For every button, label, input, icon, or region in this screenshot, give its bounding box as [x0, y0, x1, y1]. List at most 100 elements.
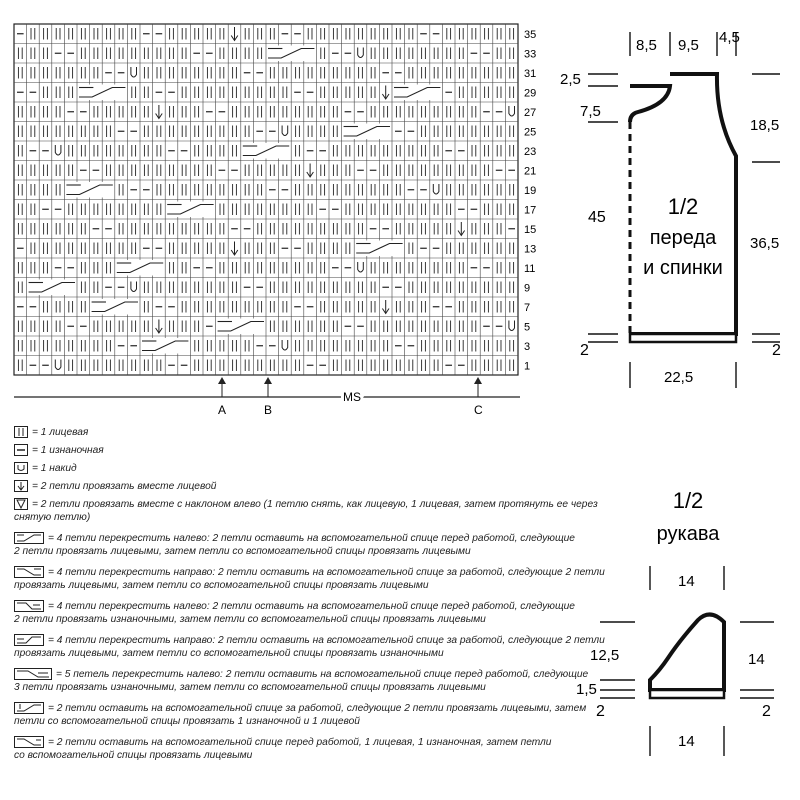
- body-left-dim-2: 7,5: [580, 103, 601, 120]
- legend-cable-4-left-purl-text2: 2 петли провязать изнаночными, затем пет…: [14, 614, 486, 625]
- sleeve-left-dim-2: 1,5: [576, 681, 597, 698]
- legend-k2tog: = 2 петли провязать вместе лицевой: [14, 480, 216, 493]
- yarn-over-mark: [508, 106, 515, 117]
- cable-right-purl-icon: [14, 634, 44, 647]
- body-top-dim-1: 8,5: [636, 37, 657, 54]
- yarn-over-mark: [508, 320, 515, 331]
- legend-cable-front-mixed: = 2 петли оставить на вспомогательной сп…: [14, 736, 551, 762]
- k2tog-symbol-icon: [14, 480, 28, 493]
- legend-ssk: = 2 петли провязать вместе с наклоном вл…: [14, 498, 598, 524]
- sleeve-right-dim-2: 2: [762, 703, 771, 720]
- body-right-dim-1: 18,5: [750, 117, 779, 134]
- row-number: 21: [524, 165, 536, 177]
- legend-k2tog-text: = 2 петли провязать вместе лицевой: [32, 481, 217, 492]
- yarn-over-mark: [357, 47, 364, 58]
- row-number: 15: [524, 224, 536, 236]
- sleeve-right-dim-1: 14: [748, 651, 765, 668]
- row-number: 35: [524, 29, 536, 41]
- cable-left-purl-icon: [14, 600, 44, 613]
- yarn-over-mark: [130, 67, 137, 78]
- sleeve-bottom-dim: 14: [678, 733, 695, 750]
- row-number: 17: [524, 204, 536, 216]
- legend-cable-front-mixed-text2: со вспомогательной спицы провязать лицев…: [14, 750, 253, 761]
- legend-cable-4-right: = 4 петли перекрестить направо: 2 петли …: [14, 566, 605, 592]
- legend-cable-back-mixed: = 2 петли оставить на вспомогательной сп…: [14, 702, 586, 728]
- legend-cable-4-right-purl: = 4 петли перекрестить направо: 2 петли …: [14, 634, 605, 660]
- body-top-dim-3: 4,5: [719, 29, 740, 46]
- body-left-dim-4: 2: [580, 342, 589, 359]
- legend-cable-4-left-text: = 4 петли перекрестить налево: 2 петли о…: [48, 533, 575, 544]
- marker-a-label: A: [218, 403, 226, 417]
- body-right-dim-2: 36,5: [750, 235, 779, 252]
- sleeve-title-1: 1/2: [673, 488, 704, 513]
- sleeve-ribbing: [648, 688, 726, 700]
- body-title-2: переда: [650, 227, 717, 249]
- sleeve-schematic: 1/2 рукава 14 12,5 1,5 2 14 2 14: [576, 488, 774, 756]
- row-number: 1: [524, 360, 530, 372]
- row-number: 23: [524, 146, 536, 158]
- legend-cable-front-mixed-text: = 2 петли оставить на вспомогательной сп…: [48, 737, 552, 748]
- legend-yo-text: = 1 накид: [32, 463, 77, 474]
- sleeve-outline: [648, 612, 726, 692]
- sleeve-top-dim: 14: [678, 573, 695, 590]
- legend-cable-4-left: = 4 петли перекрестить налево: 2 петли о…: [14, 532, 575, 558]
- row-number: 5: [524, 321, 530, 333]
- body-left-dim-1: 2,5: [560, 71, 581, 88]
- row-number: 11: [524, 263, 535, 275]
- cable-back-mixed-icon: [14, 702, 44, 715]
- cable-front-mixed-icon: [14, 736, 44, 749]
- marker-c: C: [474, 377, 483, 417]
- yarn-over-mark: [54, 359, 62, 370]
- row-number: 3: [524, 341, 530, 353]
- yarn-over-mark: [357, 262, 364, 273]
- yarn-over-mark: [54, 145, 62, 156]
- legend-ssk-text2: снятую петлю): [14, 512, 91, 523]
- legend-purl-text: = 1 изнаночная: [32, 445, 104, 456]
- row-number: 13: [524, 243, 536, 255]
- body-outline: [628, 84, 673, 123]
- row-number: 33: [524, 48, 536, 60]
- legend-cable-4-right-purl-text2: провязать лицевыми, затем петли со вспом…: [14, 648, 444, 659]
- body-title-3: и спинки: [643, 257, 723, 279]
- body-ribbing: [628, 332, 738, 344]
- sleeve-left-dim-3: 2: [596, 703, 605, 720]
- legend-knit: = 1 лицевая: [14, 426, 88, 439]
- body-left-dim-3: 45: [588, 209, 606, 226]
- row-number: 29: [524, 87, 536, 99]
- cable-left-knit-icon: [14, 532, 44, 545]
- body-top-dim-2: 9,5: [678, 37, 699, 54]
- body-schematic: 8,5 9,5 4,5 2,5 7,5 45 2 18,5 36,5 2 22,…: [560, 29, 781, 388]
- legend-cable-4-right-text: = 4 петли перекрестить направо: 2 петли …: [48, 567, 605, 578]
- legend-cable-back-mixed-text2: петли со вспомогательной спицы провязать…: [14, 716, 360, 727]
- sleeve-left-dim-1: 12,5: [590, 647, 619, 664]
- body-right-dim-3: 2: [772, 342, 781, 359]
- legend-cable-5-left-text2: 3 петли провязать изнаночными, затем пет…: [14, 682, 486, 693]
- cable-right-knit-icon: [14, 566, 44, 579]
- yarn-over-mark: [130, 281, 137, 292]
- marker-b: B: [264, 377, 272, 417]
- legend-cable-4-left-purl-text: = 4 петли перекрестить налево: 2 петли о…: [48, 601, 575, 612]
- yarn-over-mark: [281, 125, 289, 136]
- marker-ms-label: MS: [343, 390, 361, 404]
- chart-symbols: [17, 27, 515, 371]
- legend-knit-text: = 1 лицевая: [32, 427, 89, 438]
- ssk-symbol-icon: [14, 498, 28, 511]
- yarn-over-mark: [432, 184, 440, 195]
- knit-symbol-icon: [14, 426, 28, 439]
- legend-ssk-text: = 2 петли провязать вместе с наклоном вл…: [32, 499, 598, 510]
- yarn-over-mark: [281, 340, 289, 351]
- row-number: 31: [524, 68, 536, 80]
- chart-grid: [13, 23, 519, 376]
- purl-symbol-icon: [14, 444, 28, 457]
- legend-cable-4-right-purl-text: = 4 петли перекрестить направо: 2 петли …: [48, 635, 605, 646]
- marker-b-label: B: [264, 403, 272, 417]
- row-number: 19: [524, 185, 536, 197]
- body-bottom-dim: 22,5: [664, 369, 693, 386]
- marker-c-label: C: [474, 403, 483, 417]
- row-number: 27: [524, 107, 536, 119]
- yarn-over-symbol-icon: [14, 462, 28, 475]
- legend-cable-5-left-text: = 5 петель перекрестить налево: 2 петли …: [56, 669, 589, 680]
- row-number: 25: [524, 126, 536, 138]
- legend-cable-5-left: = 5 петель перекрестить налево: 2 петли …: [14, 668, 588, 694]
